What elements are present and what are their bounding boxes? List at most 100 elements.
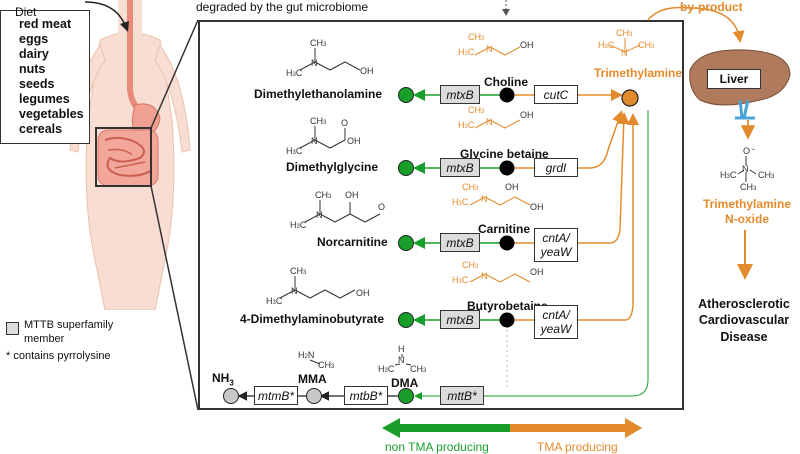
- substrate-carnitine: Carnitine: [478, 222, 531, 236]
- svg-text:H3C: H3C: [378, 364, 395, 374]
- svg-text:CH3: CH3: [638, 40, 655, 50]
- gene-mtmb: mtmB*: [254, 386, 298, 405]
- svg-text:-: -: [752, 144, 755, 154]
- product-dimethylethanolamine: Dimethylethanolamine: [254, 87, 383, 101]
- svg-text:H3C: H3C: [720, 170, 737, 180]
- svg-text:CH3: CH3: [315, 190, 332, 200]
- human-body-illustration: [69, 0, 191, 310]
- svg-text:OH: OH: [356, 288, 370, 298]
- svg-text:H3C: H3C: [452, 197, 469, 207]
- substrate-choline: Choline: [484, 75, 528, 89]
- svg-text:H: H: [398, 344, 405, 354]
- diet-item: cereals: [19, 122, 63, 136]
- svg-text:OH: OH: [520, 110, 534, 120]
- svg-text:N: N: [481, 271, 488, 281]
- svg-text:CH3: CH3: [462, 182, 479, 192]
- liver-label: Liver: [719, 72, 749, 86]
- svg-text:H3C: H3C: [458, 120, 475, 130]
- svg-text:CH3: CH3: [740, 182, 757, 192]
- svg-text:N: N: [316, 210, 323, 220]
- disease-label-3: Disease: [720, 330, 768, 344]
- gene-mtbb: mtbB*: [344, 386, 388, 405]
- product-norcarnitine: Norcarnitine: [317, 235, 388, 249]
- svg-text:CH3: CH3: [468, 105, 485, 115]
- diet-item: vegetables: [19, 107, 84, 121]
- svg-text:CH3: CH3: [310, 116, 327, 126]
- svg-text:H3C: H3C: [598, 40, 615, 50]
- svg-text:N: N: [621, 48, 628, 58]
- svg-text:OH: OH: [530, 267, 544, 277]
- svg-text:OH: OH: [347, 136, 361, 146]
- svg-text:N: N: [398, 355, 405, 365]
- svg-text:H3C: H3C: [286, 146, 303, 156]
- diet-item: dairy: [19, 47, 49, 61]
- product-dimethylaminobutyrate: 4-Dimethylaminobutyrate: [240, 312, 385, 326]
- gene-grdi: grdI: [534, 158, 578, 177]
- gene-cnta: cntA/: [542, 231, 570, 245]
- svg-text:O: O: [378, 202, 385, 212]
- svg-text:N: N: [291, 286, 298, 296]
- label-mma: MMA: [298, 372, 327, 386]
- substrate-butyro: Butyrobetaine: [467, 299, 548, 313]
- non-tma-label: non TMA producing: [385, 440, 489, 454]
- svg-text:CH3: CH3: [616, 28, 633, 38]
- svg-text:CH3: CH3: [410, 364, 427, 374]
- liver-label-box: Liver: [707, 69, 761, 89]
- svg-text:H3C: H3C: [266, 296, 283, 306]
- svg-text:N: N: [311, 58, 318, 68]
- svg-text:N: N: [311, 136, 318, 146]
- tmao-label-1: Trimethylamine: [702, 197, 792, 211]
- legend-mttb: MTTB superfamily: [24, 319, 114, 331]
- svg-text:OH: OH: [520, 40, 534, 50]
- svg-text:N: N: [742, 164, 749, 174]
- diet-arrow: [84, 1, 129, 32]
- diet-item: eggs: [19, 32, 49, 46]
- degraded-caption: degraded by the gut microbiome: [196, 0, 369, 14]
- tma-producing-label: TMA producing: [537, 440, 618, 454]
- gene-mttb: mttB*: [440, 386, 484, 405]
- gene-cnta-yeaw: cntA/ yeaW: [534, 305, 578, 339]
- svg-text:CH3: CH3: [468, 32, 485, 42]
- gene-mtxb: mtxB: [440, 85, 480, 104]
- dashed-down-arrow: [502, 0, 510, 16]
- svg-text:CH3: CH3: [318, 360, 335, 370]
- svg-text:H3C: H3C: [286, 68, 303, 78]
- svg-text:N: N: [481, 194, 488, 204]
- diet-item: red meat: [19, 17, 72, 31]
- byproduct-label: by-product: [680, 0, 743, 14]
- diet-item: legumes: [19, 92, 70, 106]
- svg-text:H3C: H3C: [458, 47, 475, 57]
- svg-text:OH: OH: [530, 202, 544, 212]
- gene-cnta: cntA/: [542, 308, 570, 322]
- gene-cutc: cutC: [534, 85, 578, 104]
- svg-text:CH3: CH3: [290, 266, 307, 276]
- svg-text:CH3: CH3: [462, 260, 479, 270]
- svg-text:H2N: H2N: [298, 350, 314, 360]
- tmao-label-2: N-oxide: [724, 212, 769, 226]
- gene-yeaw: yeaW: [540, 322, 572, 336]
- legend-swatch: [6, 322, 19, 335]
- tma-label: Trimethylamine: [594, 66, 683, 80]
- gene-yeaw: yeaW: [540, 245, 572, 259]
- label-nh3: NH3: [212, 371, 234, 388]
- svg-text:OH: OH: [360, 66, 374, 76]
- gene-mtxb: mtxB: [440, 310, 480, 329]
- svg-text:OH: OH: [505, 182, 519, 192]
- gene-mtxb: mtxB: [440, 233, 480, 252]
- product-dimethylglycine: Dimethylglycine: [286, 160, 379, 174]
- substrate-glycine: Glycine betaine: [460, 147, 549, 161]
- svg-text:OH: OH: [345, 190, 359, 200]
- svg-text:CH3: CH3: [758, 170, 775, 180]
- gene-cnta-yeaw: cntA/ yeaW: [534, 228, 578, 262]
- diet-item: seeds: [19, 77, 55, 91]
- svg-text:O: O: [341, 118, 348, 128]
- legend-star: * contains pyrrolysine: [6, 350, 111, 362]
- svg-text:H3C: H3C: [452, 275, 469, 285]
- diet-title: Diet: [15, 5, 37, 19]
- label-dma: DMA: [391, 376, 419, 390]
- svg-text:CH3: CH3: [310, 38, 327, 48]
- svg-text:N: N: [486, 44, 493, 54]
- disease-label-2: Cardiovascular: [698, 313, 790, 327]
